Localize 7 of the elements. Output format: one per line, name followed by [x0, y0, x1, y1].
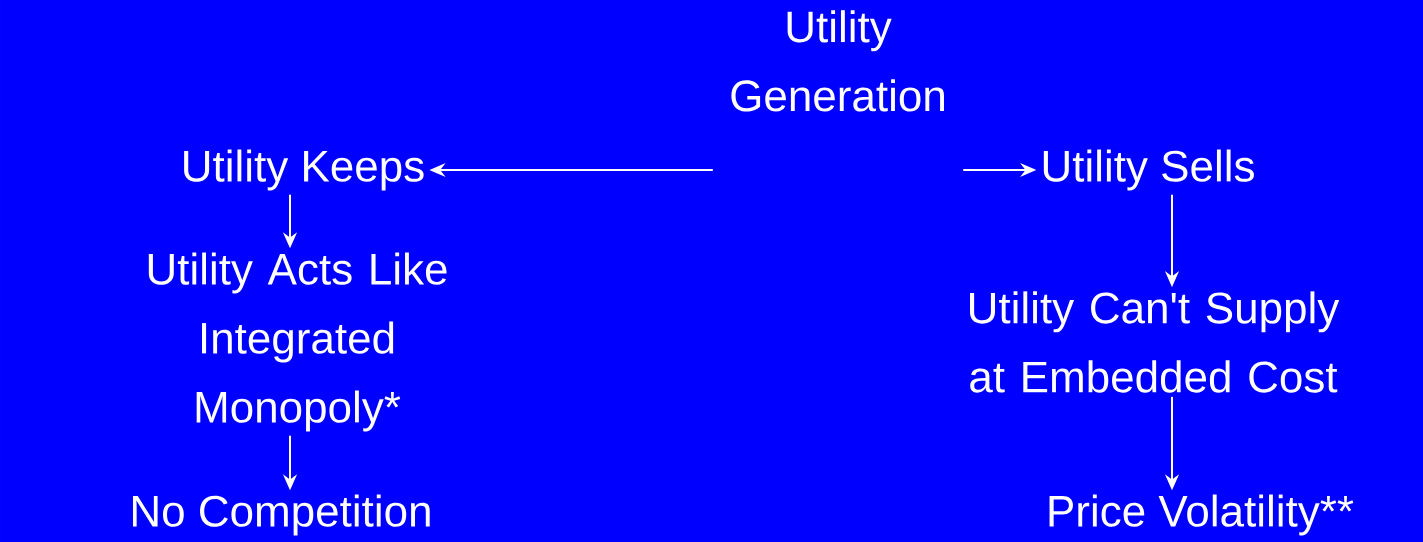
node-text: Utility Can't Supply at Embedded Cost: [970, 291, 1340, 393]
node-text: No Competition: [133, 494, 430, 536]
node-text: Utility Acts Like Integrated Monopoly*: [148, 252, 447, 432]
node-text: Utility Generation: [731, 10, 944, 112]
node-text: Price Volatility**: [1049, 494, 1354, 536]
node-text: Utility Sells: [1043, 149, 1254, 191]
node-text: Utility Keeps: [184, 149, 424, 191]
